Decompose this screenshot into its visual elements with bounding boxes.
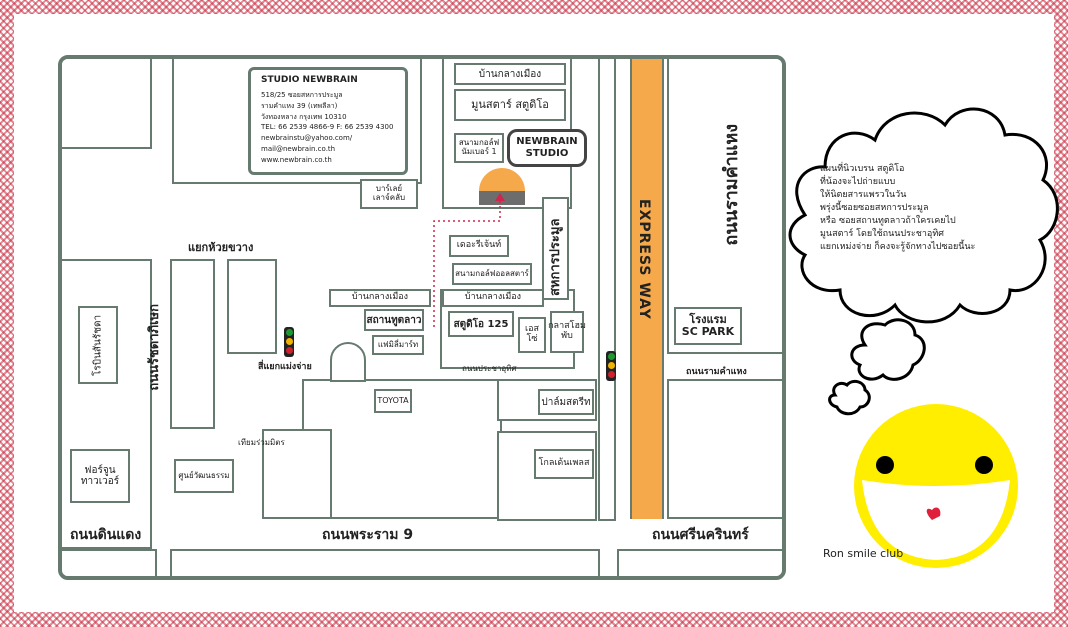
overpass — [330, 342, 366, 382]
info-line: วังทองหลาง กรุงเทพ 10310 — [261, 112, 347, 121]
block — [170, 259, 215, 429]
landmark-baan-klang-muang-mid: บ้านกลางเมือง — [442, 289, 544, 307]
hotel-line: โรงแรม — [689, 312, 727, 326]
label-si-yaek-meng-jai: สี่แยกแม่งจ่าย — [258, 362, 312, 372]
info-line: newbrainstu@yahoo.com/ — [261, 134, 353, 143]
landmark-esso: เอสโซ่ — [518, 317, 546, 353]
block — [598, 59, 616, 521]
block — [62, 59, 152, 149]
hotel-line: SC PARK — [681, 325, 735, 338]
soi-sahakan-label: สหการประมูล — [542, 197, 569, 300]
landmark-studio-125: สตูดิโอ 125 — [448, 311, 514, 337]
map-frame: EXPRESS WAY STUDIO NEWBRAIN 518/25 ซอยสห… — [58, 55, 786, 580]
bubble-line: แผนที่นิวเบรน สตูดิโอ — [820, 164, 905, 174]
landmark-baan-klang-muang-left: บ้านกลางเมือง — [329, 289, 431, 307]
road-ramkhamhaeng-horizontal: ถนนรามคำแหง — [686, 367, 747, 377]
studio-label: NEWBRAIN STUDIO — [507, 129, 587, 167]
road-rama-9: ถนนพระราม 9 — [322, 527, 414, 543]
expressway-label: EXPRESS WAY — [636, 199, 652, 320]
smile-club-caption: Ron smile club — [823, 547, 904, 560]
block — [62, 549, 157, 576]
road-pracha-uthit: ถนนประชาอุทิศ — [462, 364, 517, 373]
landmark-family-mart: แฟมิลี่มาร์ท — [372, 335, 424, 355]
landmark-golden-place: โกลเด้นเพลส — [534, 449, 594, 479]
info-line: TEL: 66 2539 4866-9 F: 66 2539 4300 — [261, 123, 394, 132]
landmark-regent: เดอะรีเจ้นท์ — [449, 235, 509, 257]
block — [617, 549, 782, 576]
bubble-line: แยกเหม่งจ่าย ก็คงจะรู้จักทางไปซอยนี้นะ — [820, 242, 976, 253]
info-line: www.newbrain.co.th — [261, 156, 332, 164]
smiley-face-icon — [854, 404, 1018, 568]
landmark-sc-park-hotel: โรงแรม SC PARK — [674, 307, 742, 345]
info-line: mail@newbrain.co.th — [261, 145, 336, 154]
studio-label-line: STUDIO — [525, 148, 569, 159]
info-line: รามคำแหง 39 (เทพลีลา) — [261, 101, 338, 110]
block — [667, 59, 782, 354]
thought-bubble — [788, 107, 1059, 416]
bubble-message: แผนที่นิวเบรน สตูดิโอ ที่น้องจะไปถ่ายแบบ… — [820, 163, 975, 254]
landmark-glasshome: กลาสโฮม พับ — [548, 311, 586, 353]
expressway-road — [630, 59, 664, 519]
info-title: STUDIO NEWBRAIN — [261, 75, 358, 85]
bubble-line: ที่น้องจะไปถ่ายแบบ — [820, 177, 896, 188]
traffic-light-icon — [284, 327, 294, 357]
traffic-light-icon — [606, 351, 616, 381]
block — [262, 429, 332, 519]
road-ramkhamhaeng-vertical: ถนนรามคำแหง — [721, 124, 742, 246]
landmark-moonstar: มูนสตาร์ สตูดิโอ — [454, 89, 566, 121]
road-srinakarin: ถนนศรีนครินทร์ — [652, 527, 749, 543]
landmark-palm-street: ปาล์มสตรีท — [538, 389, 594, 415]
block — [667, 379, 782, 519]
block — [62, 259, 152, 549]
studio-label-line: NEWBRAIN — [516, 136, 578, 147]
block — [227, 259, 277, 354]
bubble-line: พรุ่งนี้ซอยซอยสหการประมูล — [820, 203, 929, 214]
landmark-golf-1: สนามกอล์ฟ นัมเบอร์ 1 — [454, 133, 504, 163]
landmark-cultural-center: ศูนย์วัฒนธรรม — [174, 459, 234, 493]
bubble-line: มูนสตาร์ โดยใช้ถนนประชาอุทิศ — [820, 229, 944, 240]
bubble-line: ให้นิตยสารแพรวในวัน — [820, 190, 907, 201]
landmark-toyota: TOYOTA — [374, 389, 412, 413]
landmark-fortune-tower: ฟอร์จูน ทาวเวอร์ — [70, 449, 130, 503]
landmark-golf-allstar: สนามกอล์ฟออลสตาร์ — [452, 263, 532, 285]
landmark-baan-klang-muang-top: บ้านกลางเมือง — [454, 63, 566, 85]
label-yaek-huai-khwang: แยกห้วยขวาง — [188, 241, 254, 254]
block — [170, 549, 600, 576]
studio-info-box: STUDIO NEWBRAIN 518/25 ซอยสหการประมูล รา… — [248, 67, 408, 175]
road-ratchadaphisek: ถนนรัชดาภิเษก — [147, 304, 162, 391]
info-line: 518/25 ซอยสหการประมูล — [261, 90, 343, 99]
landmark-robinson: โรบินสันรัชดา — [78, 306, 118, 384]
landmark-lao-embassy: สถานทูตลาว — [364, 309, 424, 331]
route-path — [433, 193, 505, 327]
road-din-daeng: ถนนดินแดง — [70, 527, 142, 543]
label-tiam-ruam-mit: เทียมร่วมมิตร — [238, 438, 285, 447]
landmark-barley: บาร์เลย์ เลาจ์คลับ — [360, 179, 418, 209]
bubble-line: หรือ ซอยสถานทูตลาวถ้าใครเคยไป — [820, 216, 956, 227]
